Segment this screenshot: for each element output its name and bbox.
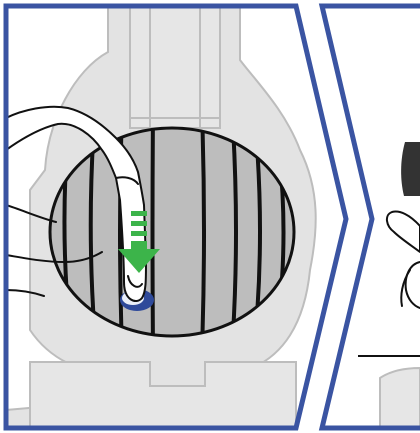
panel-1 [6, 6, 346, 428]
dome-rib [202, 110, 204, 350]
dark-object [401, 142, 420, 196]
panel-1-artwork [6, 6, 316, 428]
housing-column [130, 6, 220, 128]
panel-2-artwork [358, 142, 420, 428]
housing-base [380, 368, 420, 428]
dome-rib [153, 110, 154, 350]
panel-2 [322, 6, 420, 428]
hand-icon [387, 212, 420, 308]
